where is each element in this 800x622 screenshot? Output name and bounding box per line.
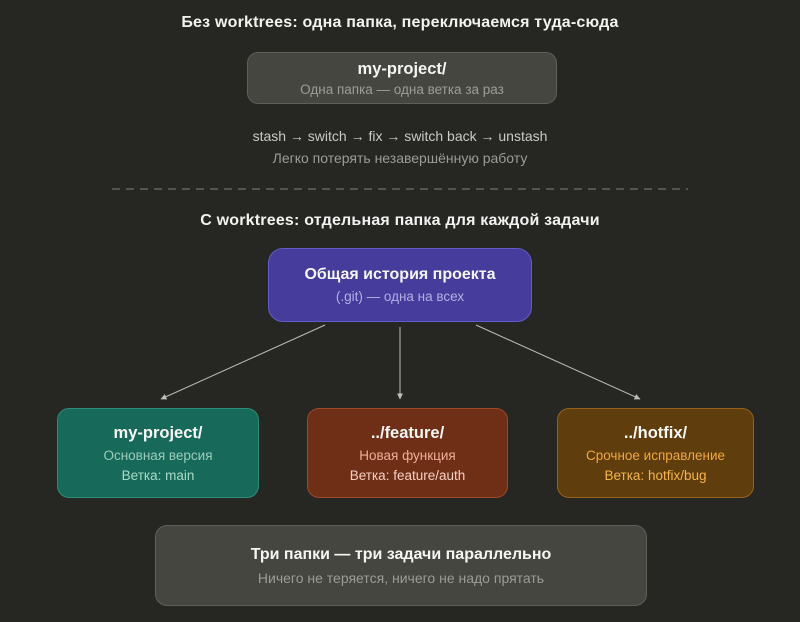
worktree-main-title: my-project/ [113, 423, 203, 442]
worktree-box-feature: ../feature/ Новая функция Ветка: feature… [307, 408, 508, 498]
workflow-warning-text: Легко потерять незавершённую работу [272, 150, 528, 166]
shared-history-subtitle: (.git) — одна на всех [335, 289, 465, 304]
shared-history-box: Общая история проекта (.git) — одна на в… [268, 248, 532, 322]
worktree-feature-subtitle: Новая функция [359, 447, 456, 463]
section-title-without-worktrees: Без worktrees: одна папка, переключаемся… [181, 14, 619, 31]
summary-box: Три папки — три задачи параллельно Ничег… [155, 525, 647, 606]
worktree-feature-branch: Ветка: feature/auth [349, 467, 466, 483]
worktree-box-main: my-project/ Основная версия Ветка: main [57, 408, 259, 498]
summary-subtitle: Ничего не теряется, ничего не надо прята… [257, 569, 545, 586]
workflow-steps-text: stash → switch → fix → switch back → uns… [252, 128, 548, 144]
arrow-to-hotfix-icon [475, 324, 641, 400]
single-folder-box: my-project/ Одна папка — одна ветка за р… [247, 52, 557, 104]
worktree-main-subtitle: Основная версия [103, 447, 213, 463]
worktree-main-branch: Ветка: main [121, 467, 195, 483]
single-folder-subtitle: Одна папка — одна ветка за раз [300, 81, 504, 97]
worktree-hotfix-subtitle: Срочное исправление [585, 447, 726, 463]
summary-title: Три папки — три задачи параллельно [250, 545, 552, 563]
single-folder-title: my-project/ [357, 59, 447, 78]
section-title-with-worktrees: С worktrees: отдельная папка для каждой … [200, 212, 600, 229]
worktree-feature-title: ../feature/ [370, 423, 445, 442]
worktree-hotfix-branch: Ветка: hotfix/bug [604, 467, 707, 483]
section-divider [112, 188, 688, 190]
shared-history-title: Общая история проекта [304, 266, 496, 283]
worktree-hotfix-title: ../hotfix/ [623, 423, 688, 442]
worktree-box-hotfix: ../hotfix/ Срочное исправление Ветка: ho… [557, 408, 754, 498]
arrow-to-main-icon [160, 324, 326, 400]
branch-arrows [160, 324, 641, 400]
